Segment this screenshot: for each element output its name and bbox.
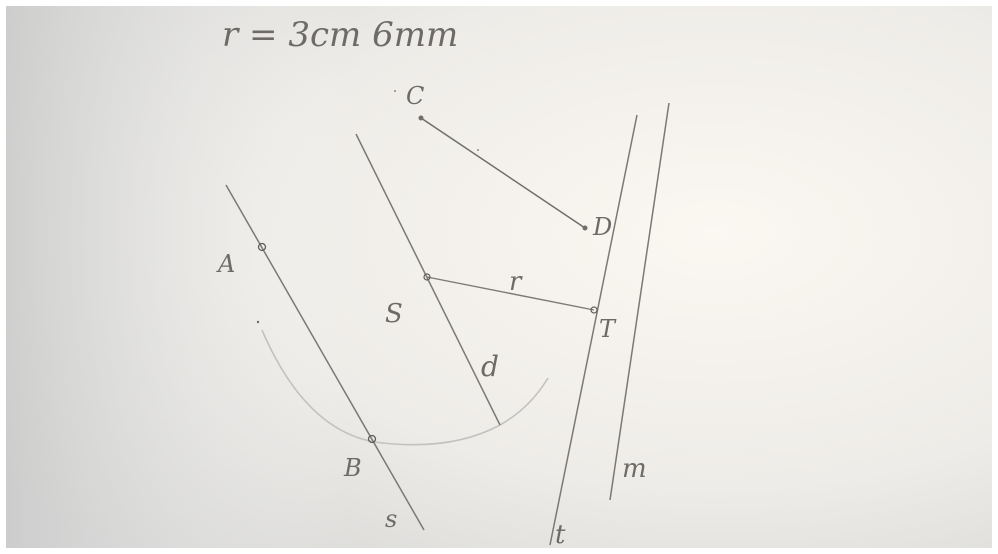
label-t: T bbox=[599, 315, 617, 343]
label-b: B bbox=[343, 454, 362, 482]
point-b bbox=[367, 434, 377, 444]
segment-st bbox=[426, 276, 595, 311]
line-t bbox=[549, 114, 638, 546]
line-s bbox=[225, 184, 425, 531]
label-d: D bbox=[592, 213, 612, 241]
point-t bbox=[590, 306, 598, 314]
label-c: C bbox=[406, 82, 424, 110]
point-s bbox=[423, 273, 431, 281]
label-s: S bbox=[385, 299, 403, 329]
point-a bbox=[257, 242, 267, 252]
label-line-d: d bbox=[481, 350, 499, 383]
stray-dot bbox=[477, 149, 479, 151]
line-m bbox=[609, 102, 670, 501]
radius-heading: r = 3cm 6mm bbox=[222, 15, 458, 55]
segment-cd bbox=[420, 117, 586, 229]
label-line-t: t bbox=[555, 520, 566, 550]
label-line-s: s bbox=[385, 505, 397, 533]
label-a: A bbox=[216, 250, 235, 278]
point-d bbox=[582, 225, 588, 231]
label-line-m: m bbox=[622, 454, 647, 484]
label-radius: r bbox=[509, 267, 523, 297]
stray-dot bbox=[394, 90, 396, 92]
stray-dot bbox=[256, 320, 260, 324]
circle-arc bbox=[261, 329, 549, 446]
paper-shadow bbox=[6, 6, 992, 548]
point-c bbox=[418, 115, 424, 121]
